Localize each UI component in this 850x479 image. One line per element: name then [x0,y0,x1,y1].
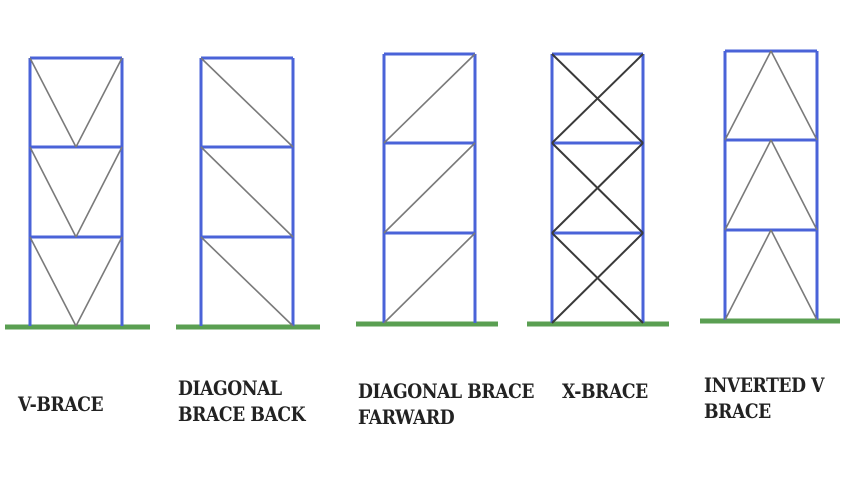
label-line: FARWARD [358,405,455,430]
label-line: V-BRACE [18,392,104,416]
brace [29,236,77,327]
brace [75,146,123,238]
brace [724,229,772,321]
label-line: X-BRACE [562,379,648,403]
brace [383,53,476,144]
label-line: BRACE BACK [178,402,306,427]
brace [75,57,123,148]
brace [724,139,772,231]
label-diagonal-brace-back: DIAGONAL BRACE BACK [178,375,306,428]
brace [200,57,294,148]
frame-diagonal-brace-forward [356,52,498,327]
brace [770,139,818,231]
brace [551,232,644,324]
frame-diagonal-brace-back [176,56,320,330]
brace [29,57,77,148]
label-x-brace: X-BRACE [562,378,648,404]
brace [200,146,294,238]
brace [383,142,476,234]
label-line: INVERTED V [704,373,825,397]
frame-inverted-v-brace [700,49,840,324]
brace [75,236,123,327]
label-line: DIAGONAL BRACE [358,379,535,403]
brace [200,236,294,327]
frame-v-brace [5,56,150,330]
brace [29,146,77,238]
brace [551,53,644,144]
label-diagonal-brace-forward: DIAGONAL BRACE FARWARD [358,378,535,431]
label-v-brace: V-BRACE [18,391,104,417]
brace [551,142,644,234]
label-line: DIAGONAL [178,376,282,400]
brace [770,50,818,141]
brace [770,229,818,321]
label-inverted-v-brace: INVERTED V BRACE [704,372,825,425]
frame-x-brace [527,52,669,327]
brace [383,232,476,324]
label-line: BRACE [704,399,771,424]
brace [724,50,772,141]
